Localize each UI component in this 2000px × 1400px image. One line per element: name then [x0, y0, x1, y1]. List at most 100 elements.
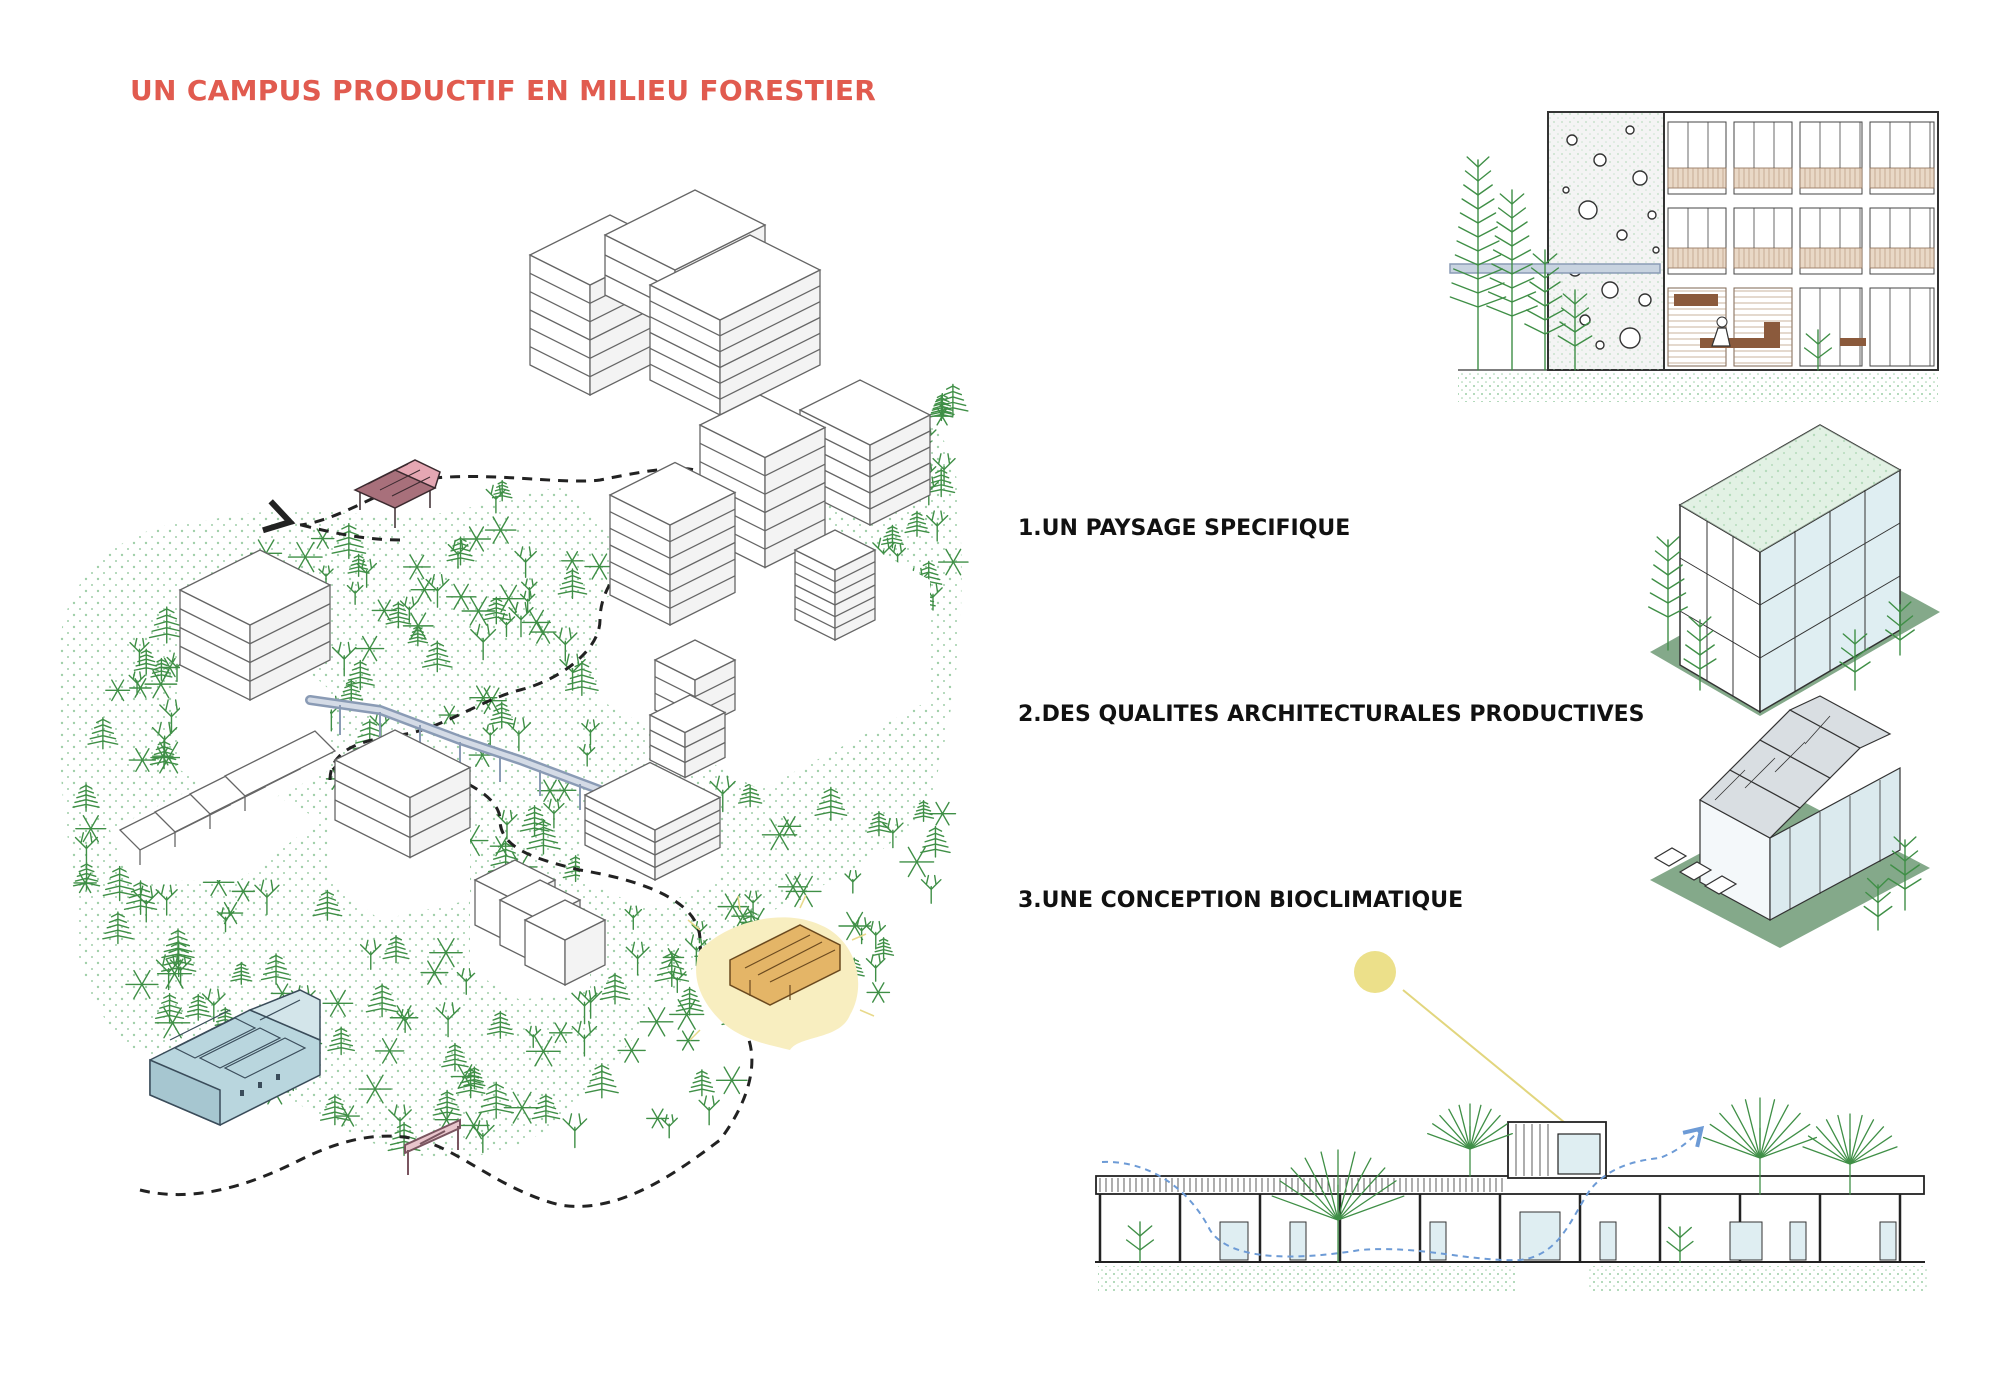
- tree-icon: [485, 484, 507, 514]
- page-title: UN CAMPUS PRODUCTIF EN MILIEU FORESTIER: [130, 74, 877, 107]
- path-arrow-icon: [262, 499, 401, 542]
- tree-icon: [155, 884, 178, 916]
- solar-greenhouse-building: [1650, 695, 1930, 948]
- tree-icon: [482, 596, 510, 625]
- tree-icon: [675, 986, 704, 1016]
- tree-icon: [646, 1108, 670, 1129]
- campus-buildings: [118, 189, 932, 987]
- tree-icon: [928, 801, 957, 826]
- tree-icon: [185, 993, 212, 1021]
- tree-icon: [676, 1030, 700, 1051]
- tree-icon: [410, 577, 439, 602]
- tree-icon: [521, 578, 538, 602]
- tree-icon: [155, 993, 185, 1024]
- tree-icon: [456, 968, 476, 995]
- tree-icon: [322, 989, 354, 1017]
- tree-icon: [578, 986, 603, 1019]
- tree-icon: [899, 846, 935, 878]
- tree-icon: [327, 1026, 355, 1056]
- tree-icon: [217, 901, 244, 925]
- tree-icon: [881, 524, 904, 549]
- tree-icon: [625, 941, 650, 976]
- tree-icon: [926, 510, 949, 542]
- walking-path: [139, 754, 754, 1208]
- tree-icon: [470, 623, 497, 661]
- tree-icon: [1702, 1097, 1818, 1195]
- tree-icon: [932, 453, 956, 486]
- tree-icon: [496, 809, 518, 840]
- tree-icon: [599, 972, 631, 1005]
- tree-icon: [148, 606, 185, 644]
- tree-icon: [562, 855, 589, 883]
- tree-icon: [149, 739, 179, 770]
- sawtooth-sheds: [118, 730, 337, 865]
- tree-icon: [260, 953, 292, 985]
- tree-icon: [1557, 289, 1593, 371]
- tree-icon: [123, 880, 158, 916]
- tree-icon: [339, 679, 364, 705]
- tree-icon: [254, 879, 280, 916]
- tree-icon: [446, 583, 477, 610]
- label-architecture: 2.DES QUALITES ARCHITECTURALES PRODUCTIV…: [1018, 702, 1645, 727]
- tree-icon: [128, 748, 157, 773]
- tree-icon: [438, 705, 461, 725]
- tree-icon: [345, 659, 375, 691]
- tree-icon: [537, 779, 563, 803]
- tree-icon: [562, 1113, 588, 1149]
- tree-icon: [1666, 1226, 1694, 1263]
- sun-icon: [1354, 951, 1396, 993]
- tree-icon: [359, 939, 382, 971]
- facade-elevation: [1449, 111, 1939, 402]
- air-flow-arrow-icon: [1101, 1125, 1705, 1262]
- tree-icon: [873, 937, 895, 960]
- green-roof-building: [1648, 424, 1940, 716]
- label-bioclimatic: 3.UNE CONCEPTION BIOCLIMATIQUE: [1018, 888, 1464, 913]
- tree-icon: [514, 546, 537, 578]
- tree-icon: [331, 641, 357, 677]
- tree-icon: [688, 1069, 715, 1097]
- tree-icon: [358, 1074, 392, 1104]
- tree-icon: [715, 1066, 748, 1095]
- tree-icon: [1885, 601, 1915, 656]
- tree-icon: [624, 905, 643, 930]
- tree-icon: [519, 590, 536, 613]
- tree-icon: [865, 954, 886, 982]
- tree-icon: [128, 671, 146, 696]
- tree-icon: [1683, 616, 1717, 691]
- campus-building: [583, 761, 722, 882]
- label-landscape: 1.UN PAYSAGE SPECIFIQUE: [1018, 516, 1351, 541]
- tree-icon: [463, 1066, 486, 1090]
- tree-icon: [488, 701, 515, 729]
- tree-icon: [1524, 249, 1566, 371]
- tree-icon: [1427, 1103, 1513, 1177]
- tree-icon: [356, 558, 378, 588]
- tree-icon: [155, 954, 182, 991]
- tree-icon: [159, 699, 184, 734]
- tree-icon: [346, 581, 364, 606]
- tree-icon: [559, 653, 586, 691]
- tree-icon: [420, 960, 449, 985]
- campus-building: [523, 899, 607, 987]
- tree-icon: [319, 1094, 350, 1126]
- tree-icon: [382, 935, 410, 964]
- tree-icon: [396, 1008, 414, 1034]
- tree-icon: [432, 1089, 462, 1121]
- tree-icon: [486, 1010, 514, 1039]
- tree-icon: [920, 825, 951, 858]
- tree-icon: [102, 865, 137, 902]
- tree-icon: [74, 832, 99, 865]
- tree-icon: [660, 1114, 678, 1139]
- tree-icon: [125, 969, 159, 999]
- tree-icon: [578, 743, 596, 767]
- tree-icon: [698, 1095, 720, 1126]
- tree-icon: [491, 480, 513, 502]
- tree-icon: [1449, 156, 1507, 371]
- elevation-trees: [1449, 156, 1833, 371]
- bioclimatic-section: [1095, 951, 1928, 1292]
- campus-building: [178, 549, 332, 702]
- tree-icon: [461, 596, 496, 626]
- tree-icon: [584, 1063, 619, 1099]
- tree-icon: [584, 553, 615, 580]
- tree-icon: [639, 1007, 674, 1037]
